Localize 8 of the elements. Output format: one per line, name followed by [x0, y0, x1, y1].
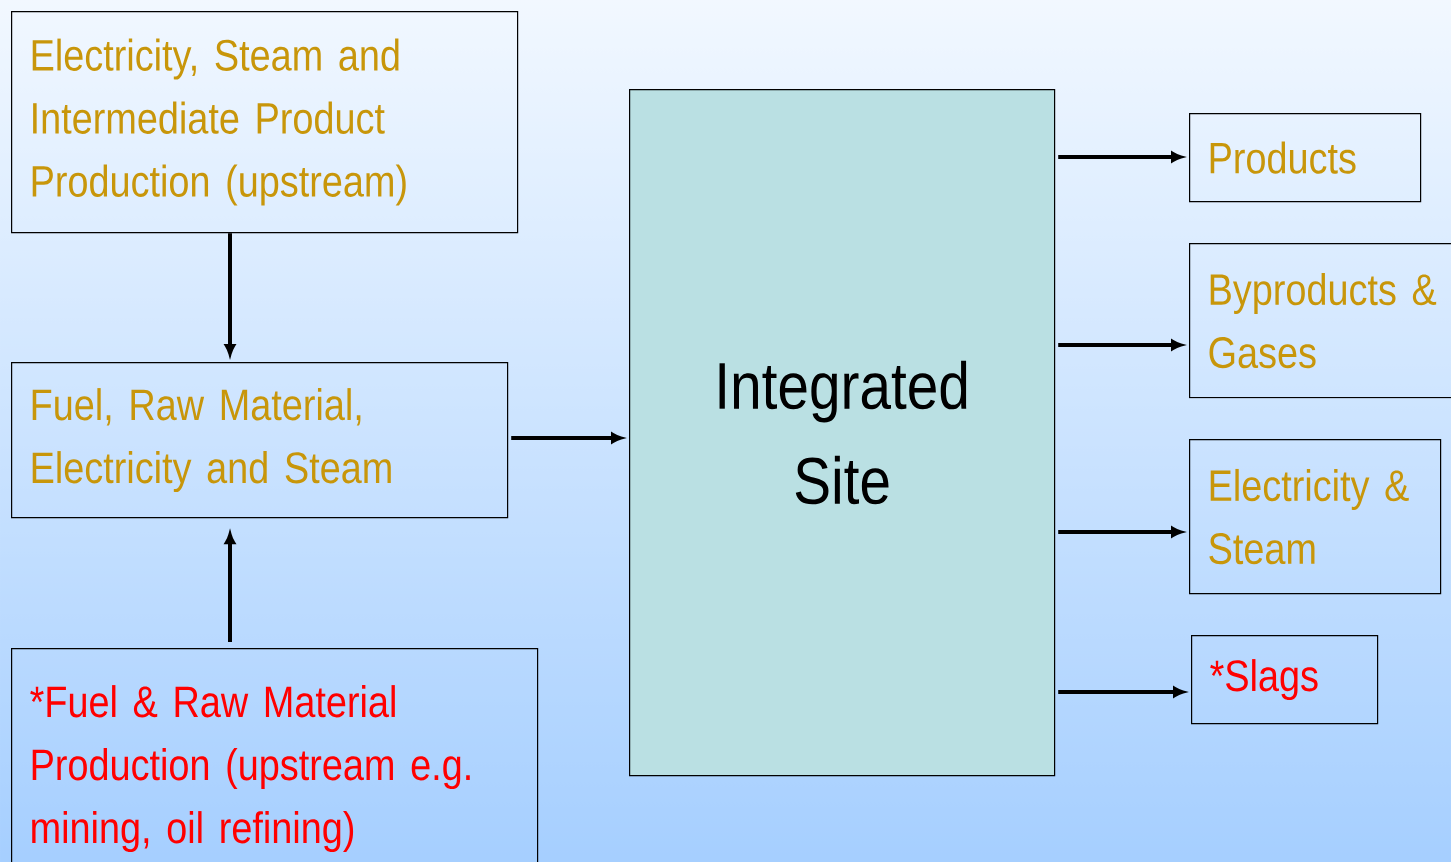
process-box: Products — [1189, 113, 1422, 203]
process-box: *Fuel & Raw Material Production (upstream e.g. mining, oil refining) — [11, 648, 539, 862]
process-box: Byproducts & Gases — [1189, 243, 1451, 399]
process-box: Electricity, Steam and Intermediate Product Production (upstream) — [11, 11, 519, 234]
process-box: Electricity & Steam — [1189, 439, 1442, 595]
site-box: Integrated Site — [629, 89, 1056, 777]
process-box: Fuel, Raw Material, Electricity and Steam — [11, 362, 509, 519]
process-box: *Slags — [1191, 635, 1379, 725]
